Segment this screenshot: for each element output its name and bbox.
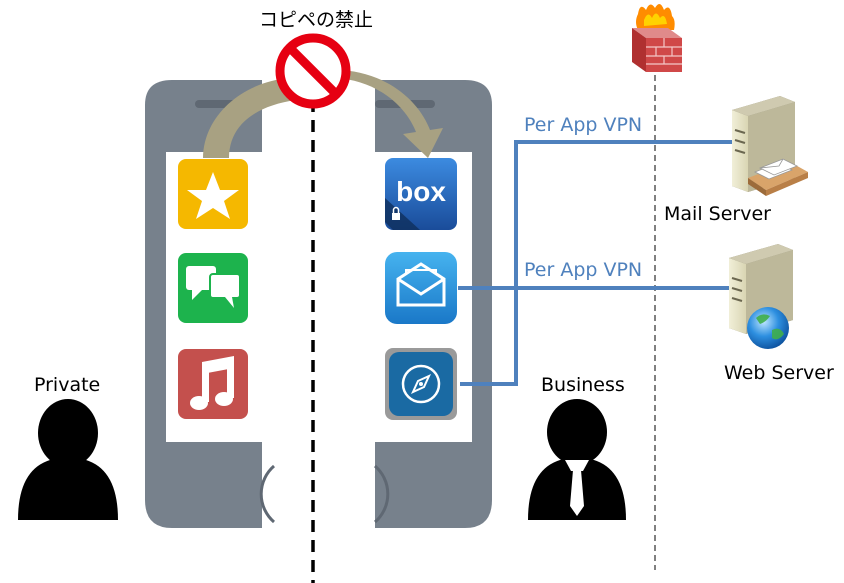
browser-app-icon[interactable] bbox=[385, 348, 457, 420]
home-button-left-arc bbox=[259, 464, 276, 524]
lock-icon bbox=[392, 213, 400, 220]
web-server-icon bbox=[729, 244, 793, 349]
necktie bbox=[570, 470, 584, 516]
music-app-icon[interactable] bbox=[178, 349, 248, 419]
home-button-right-arc bbox=[373, 464, 390, 524]
copy-arrow-left bbox=[203, 78, 296, 158]
firewall-icon bbox=[632, 3, 682, 72]
title-no-copy-paste: コピペの禁止 bbox=[259, 9, 374, 31]
mail-server-label: Mail Server bbox=[664, 203, 771, 225]
private-label: Private bbox=[34, 374, 101, 396]
mail-app-icon[interactable] bbox=[385, 252, 457, 324]
messages-app-icon[interactable] bbox=[178, 253, 248, 323]
vpn-label-top: Per App VPN bbox=[524, 114, 643, 136]
box-app-icon[interactable]: box bbox=[385, 158, 457, 230]
star-app-icon[interactable] bbox=[178, 159, 248, 229]
box-logo-text: box bbox=[396, 176, 446, 207]
vpn-label-middle: Per App VPN bbox=[524, 259, 643, 281]
private-person-icon bbox=[18, 399, 118, 520]
business-person-icon bbox=[528, 399, 626, 520]
mail-server-icon bbox=[732, 96, 808, 196]
vpn-line-mail bbox=[460, 140, 735, 386]
shirt-collar bbox=[565, 460, 589, 471]
globe-icon bbox=[747, 307, 789, 349]
copy-arrow-right bbox=[335, 70, 443, 158]
web-server-label: Web Server bbox=[724, 362, 834, 384]
prohibited-icon bbox=[275, 33, 351, 109]
business-label: Business bbox=[541, 374, 625, 396]
